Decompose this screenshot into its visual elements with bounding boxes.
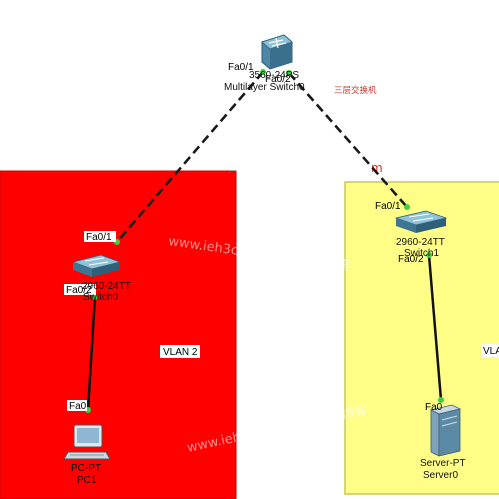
server0-model-label: Server-PT [420, 458, 466, 469]
server-icon[interactable] [429, 404, 462, 457]
port-dot [404, 204, 410, 210]
port-dot [426, 252, 432, 258]
multilayer-switch-icon[interactable] [261, 34, 293, 70]
pc1-name-label: PC1 [77, 475, 97, 486]
pc-icon[interactable] [63, 424, 111, 460]
switch-icon[interactable] [71, 254, 122, 277]
multilayer-name-label: Multilayer Switch0 [224, 82, 305, 93]
switch1-model-label: 2960-24TT [396, 237, 445, 248]
switch-icon[interactable] [394, 210, 448, 233]
vlan2-label-bg [160, 345, 200, 358]
server0-name-label: Server0 [423, 470, 458, 481]
switch0-port-fa01: Fa0/1 [86, 232, 112, 243]
vlan3-label: VLA [483, 346, 499, 357]
vlan3-label-bg [481, 344, 499, 357]
multilayer-port-fa02: Fa0/2 [265, 74, 291, 85]
cursor-mark-2: m [371, 161, 383, 175]
port-label-bg [64, 284, 96, 295]
port-label-bg [67, 400, 87, 411]
switch1-port-fa01: Fa0/1 [375, 201, 401, 212]
port-label-bg [84, 231, 116, 242]
vlan2-area[interactable] [0, 170, 237, 499]
switch0-model-label: 2960-24TT [82, 281, 131, 292]
vlan3-area[interactable] [344, 181, 499, 495]
link-switch0-pc1[interactable] [86, 296, 97, 411]
multilayer-note: 三层交换机 [334, 85, 377, 96]
switch0-port-fa02: Fa0/2 [66, 285, 92, 296]
cursor-mark: ⌐ [228, 165, 237, 178]
port-dot [260, 69, 266, 75]
multilayer-port-fa01: Fa0/1 [228, 62, 254, 73]
port-dot [92, 294, 98, 300]
switch0-name-label: Switch0 [83, 292, 118, 303]
server0-port-fa0: Fa0 [425, 402, 443, 413]
link-switch1-server0[interactable] [427, 254, 443, 401]
link-mls-switch1[interactable] [288, 72, 408, 208]
pc1-model-label: PC-PT [71, 463, 101, 474]
multilayer-model-label: 3560-24PS [249, 70, 299, 81]
vlan2-label: VLAN 2 [163, 347, 198, 358]
link-mls-switch0[interactable] [116, 71, 264, 243]
port-dot [438, 397, 444, 403]
switch1-name-label: Switch1 [404, 248, 439, 259]
switch1-port-fa02: Fa0/2 [398, 254, 424, 265]
pc1-port-fa0: Fa0 [69, 401, 87, 412]
port-dot [286, 70, 292, 76]
